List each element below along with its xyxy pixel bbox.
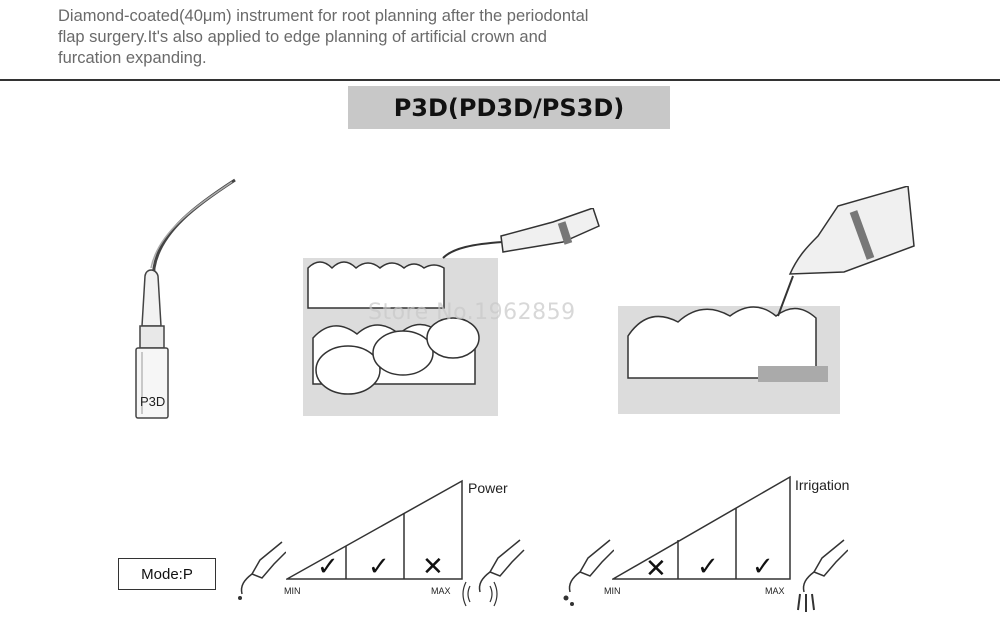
- power-label: Power: [468, 480, 508, 496]
- mode-box: Mode:P: [118, 558, 216, 590]
- irrigation-max-label: MAX: [765, 586, 785, 596]
- store-watermark: Store No.1962859: [368, 300, 576, 325]
- power-min-label: MIN: [284, 586, 301, 596]
- header-divider: [0, 79, 1000, 81]
- power-max-label: MAX: [431, 586, 451, 596]
- irrigation-label: Irrigation: [795, 477, 850, 493]
- power-triangle-chart: [286, 479, 463, 580]
- product-title: P3D(PD3D/PS3D): [393, 93, 625, 122]
- power-mark-1: ✓: [317, 552, 339, 582]
- handpiece-max-irrigation-icon: [797, 539, 848, 612]
- description-line-3: furcation expanding.: [58, 49, 207, 67]
- scaler-tip-illustration: P3D: [135, 178, 236, 419]
- handpiece-min-power-icon: [238, 541, 286, 600]
- teeth-illustration-right: [618, 186, 915, 414]
- product-title-box: P3D(PD3D/PS3D): [348, 86, 670, 129]
- irrigation-mark-3: ✓: [752, 552, 774, 582]
- power-mark-2: ✓: [368, 552, 390, 582]
- handpiece-min-irrigation-icon: [563, 539, 614, 606]
- irrigation-min-label: MIN: [604, 586, 621, 596]
- handpiece-max-power-icon: [462, 539, 525, 607]
- irrigation-mark-2: ✓: [697, 552, 719, 582]
- description-line-2: flap surgery.It's also applied to edge p…: [58, 28, 547, 46]
- mode-label: Mode:P: [141, 565, 193, 583]
- tip-label: P3D: [140, 394, 165, 409]
- irrigation-mark-1: ✕: [645, 554, 667, 584]
- power-mark-3: ✕: [422, 552, 444, 582]
- irrigation-triangle-chart: [612, 475, 791, 580]
- teeth-illustration-left: [303, 208, 600, 416]
- description-line-1: Diamond-coated(40μm) instrument for root…: [58, 7, 589, 25]
- description-text: Diamond-coated(40μm) instrument for root…: [58, 6, 658, 69]
